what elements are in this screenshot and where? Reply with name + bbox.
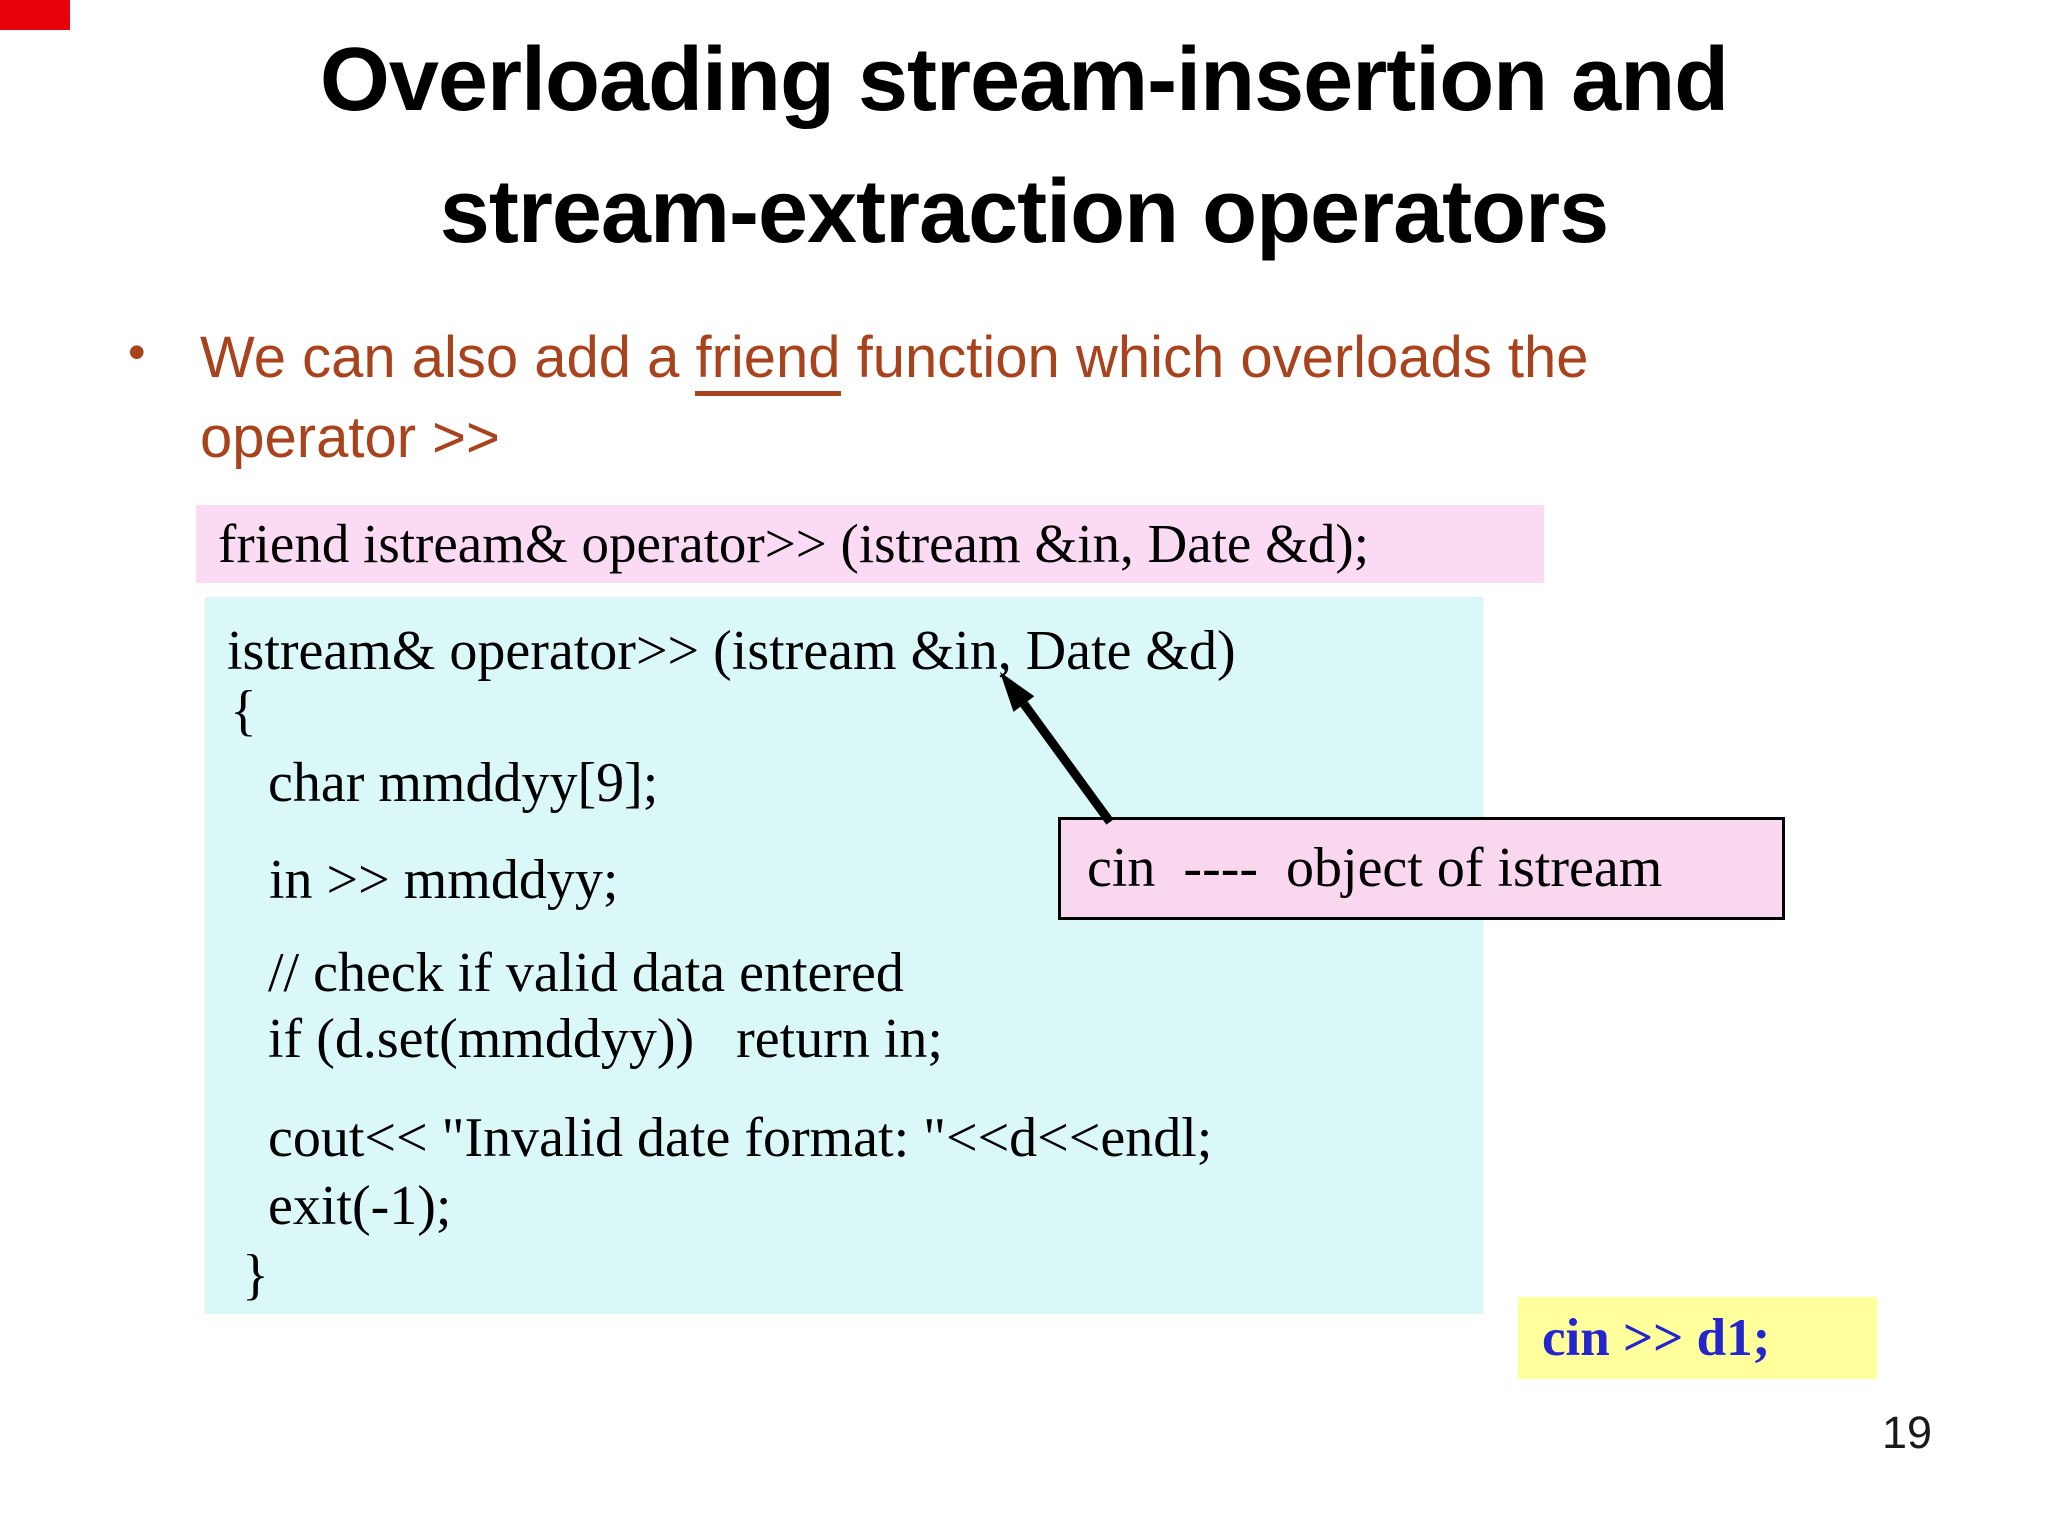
slide-title-line2: stream-extraction operators: [439, 162, 1609, 262]
page-number: 19: [1881, 1407, 1933, 1458]
cin-callout-box: cin ---- object of istream: [1058, 817, 1785, 920]
bullet-text-post: function which overloads the: [840, 325, 1589, 390]
bullet-text-friend: friend: [695, 325, 841, 396]
usage-code: cin >> d1;: [1542, 1309, 1771, 1367]
code-line: exit(-1);: [268, 1175, 452, 1237]
code-block: istream& operator>> (istream &in, Date &…: [205, 597, 1483, 1314]
friend-declaration-code: friend istream& operator>> (istream &in,…: [218, 513, 1369, 574]
code-line: in >> mmddyy;: [269, 849, 619, 911]
bullet-text-line2: operator >>: [200, 405, 500, 470]
code-line: cout<< "Invalid date format: "<<d<<endl;: [268, 1107, 1213, 1169]
usage-highlight: cin >> d1;: [1518, 1297, 1877, 1379]
callout-arrow: [1000, 672, 1114, 825]
bullet-text: We can also add a friend function which …: [200, 318, 1840, 478]
cin-callout-text: cin ---- object of istream: [1087, 837, 1663, 899]
code-line: istream& operator>> (istream &in, Date &…: [227, 620, 1236, 682]
red-corner-marker: [0, 0, 70, 30]
slide-title: Overloading stream-insertion and stream-…: [0, 14, 2048, 278]
friend-declaration-highlight: friend istream& operator>> (istream &in,…: [196, 505, 1544, 583]
code-line: // check if valid data entered: [268, 942, 904, 1004]
code-line: }: [242, 1244, 269, 1306]
slide-title-line1: Overloading stream-insertion and: [319, 30, 1729, 130]
bullet-marker: •: [128, 324, 146, 380]
code-line: if (d.set(mmddyy)) return in;: [268, 1008, 943, 1070]
bullet-text-pre: We can also add a: [200, 325, 696, 390]
code-line: char mmddyy[9];: [268, 752, 659, 814]
code-line: {: [230, 680, 257, 742]
